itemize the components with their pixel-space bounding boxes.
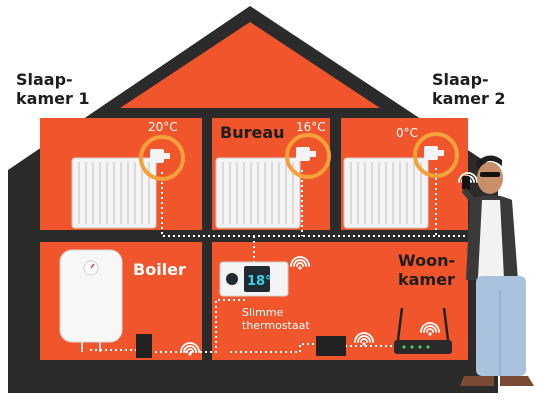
- boiler-tank-icon: [59, 249, 123, 352]
- person-icon: [460, 155, 534, 386]
- wifi-icon: [180, 342, 200, 356]
- thermostat-display: 18°: [247, 274, 272, 289]
- smart-thermostat-icon: [219, 261, 289, 297]
- radiator-bureau: [215, 157, 301, 229]
- label-slaapkamer-2: kamer 2: [432, 89, 506, 108]
- label-slaapkamer-2: Slaap-: [432, 70, 489, 89]
- wifi-icon: [290, 256, 310, 270]
- thermostatic-valve-icon: [413, 132, 459, 178]
- wifi-icon: [420, 322, 440, 336]
- radiator-slaapkamer-2: [343, 157, 429, 229]
- radiator-slaapkamer-1: [71, 157, 157, 229]
- label-thermostaat: Slimme: [242, 306, 284, 319]
- temperature-slaapkamer-1: 20°C: [148, 120, 178, 134]
- label-thermostaat: thermostaat: [242, 319, 310, 332]
- label-boiler: Boiler: [133, 260, 186, 279]
- temperature-slaapkamer-2: 0°C: [396, 126, 418, 140]
- label-woonkamer: kamer: [398, 270, 455, 289]
- router-icon: [394, 307, 452, 354]
- label-bureau: Bureau: [220, 123, 285, 142]
- gateway-box-icon: [316, 336, 346, 356]
- thermostatic-valve-icon: [139, 135, 185, 181]
- label-slaapkamer-1: kamer 1: [16, 89, 90, 108]
- gateway-box-icon: [136, 334, 152, 358]
- label-slaapkamer-1: Slaap-: [16, 70, 73, 89]
- label-woonkamer: Woon-: [398, 251, 455, 270]
- temperature-bureau: 16°C: [296, 120, 326, 134]
- wifi-icon: [354, 332, 374, 346]
- thermostatic-valve-icon: [285, 133, 331, 179]
